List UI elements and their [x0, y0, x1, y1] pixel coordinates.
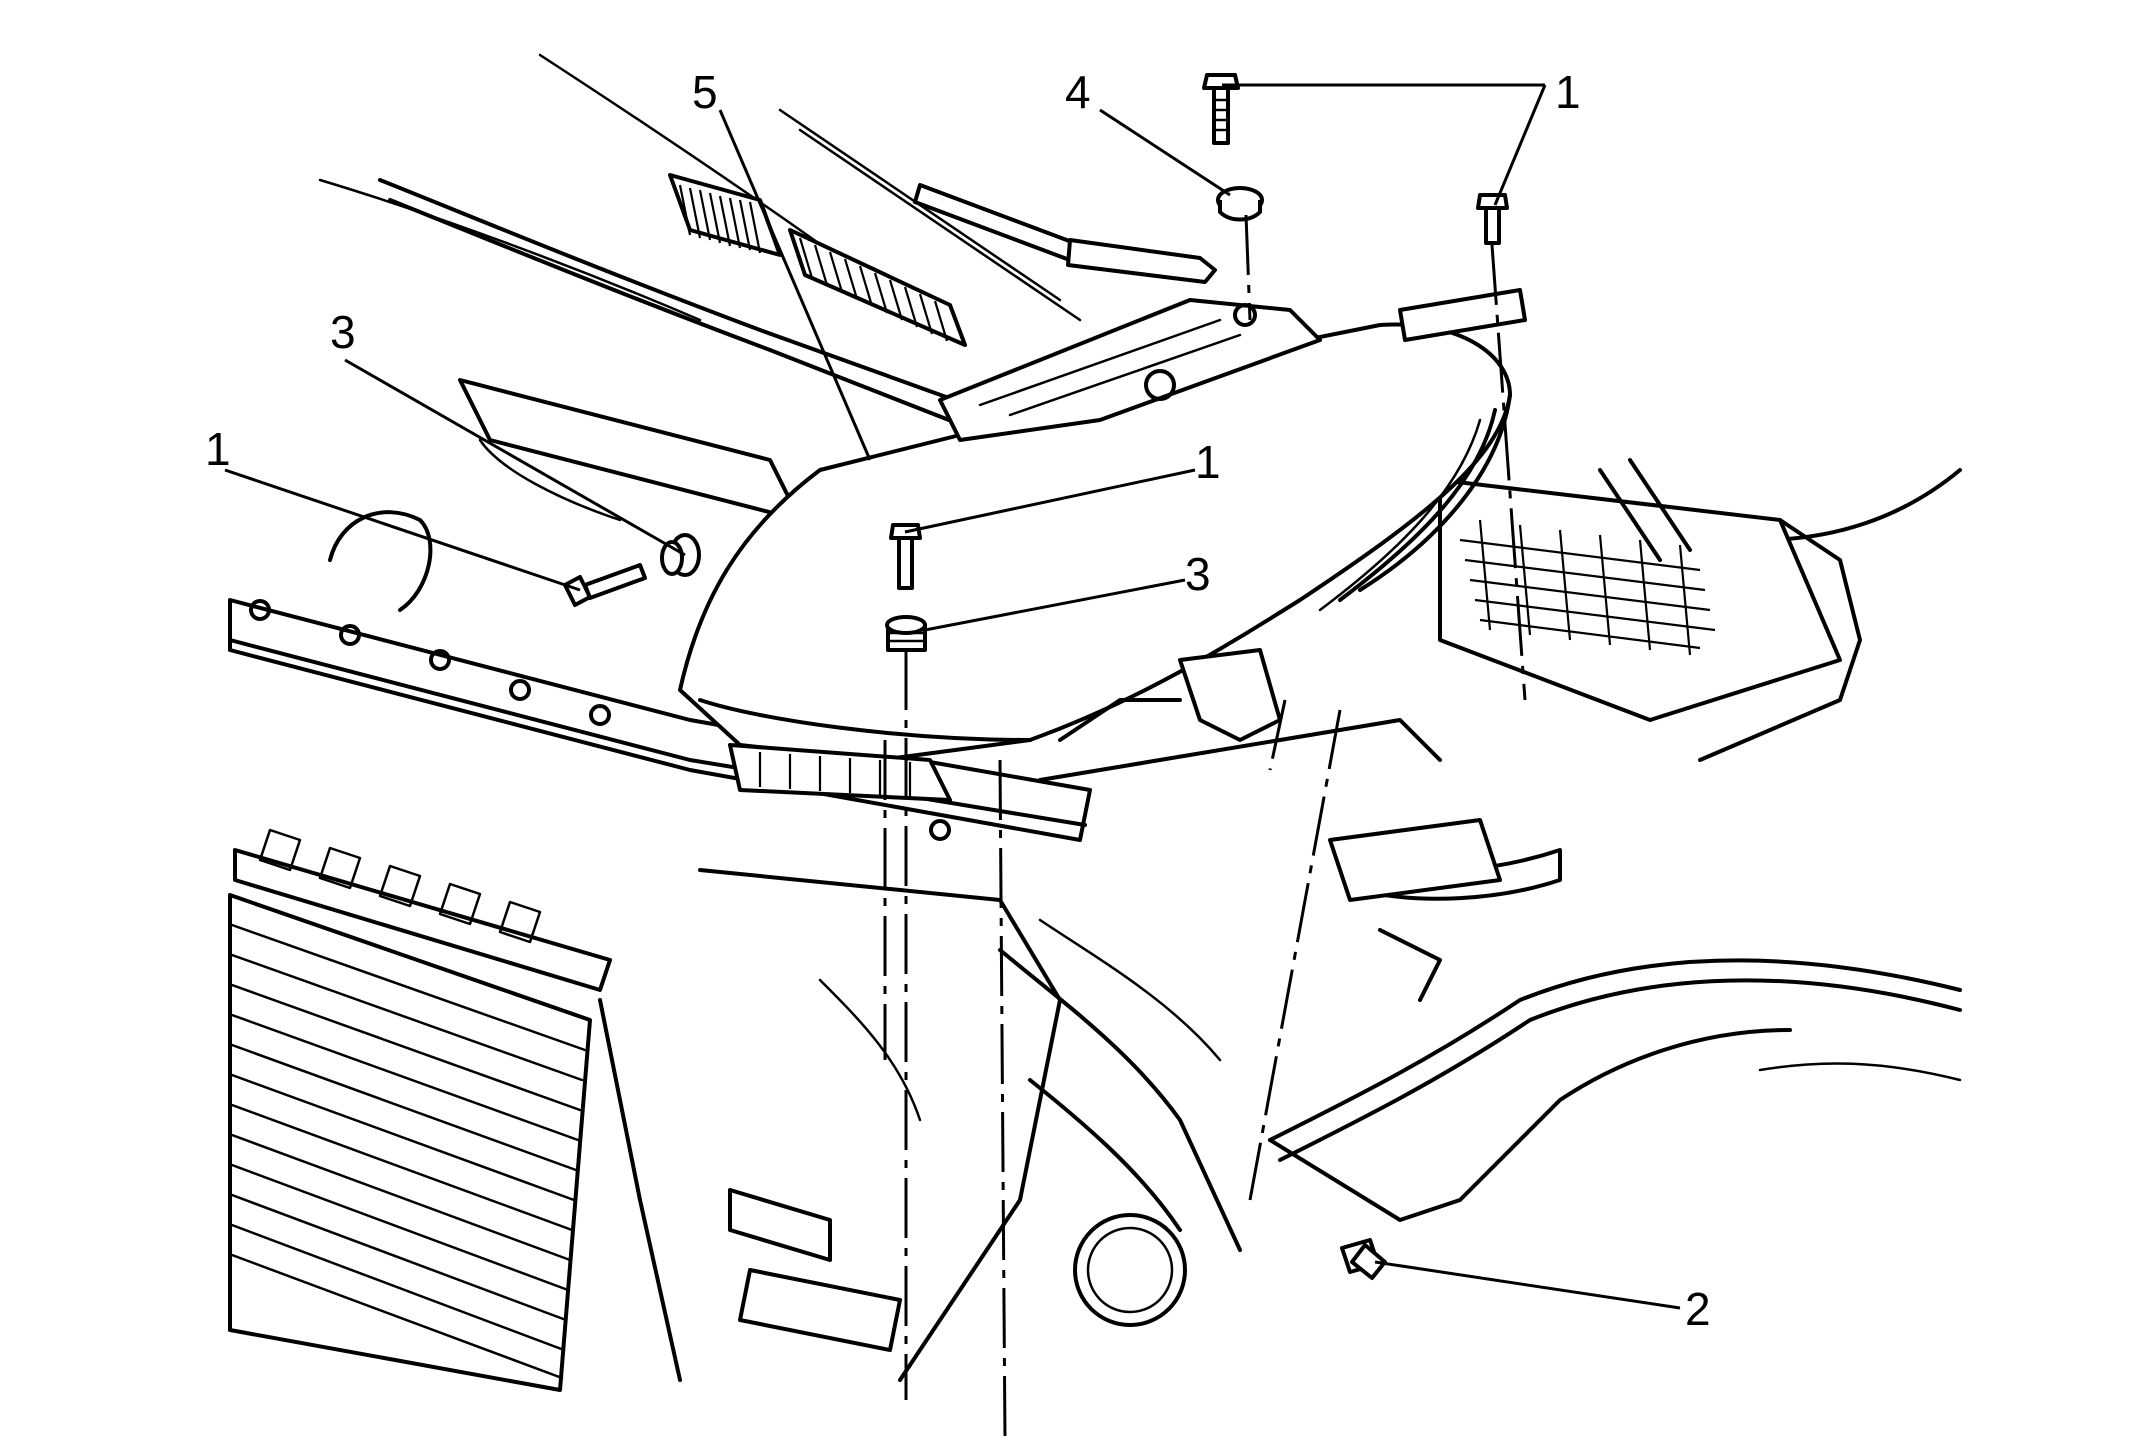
bolt-mid [889, 523, 922, 590]
alignment-centerlines [883, 214, 1527, 1441]
grommet-mid [885, 615, 927, 652]
callout-1-left: 1 [205, 423, 231, 475]
bolt-left [563, 563, 647, 607]
callout-1-mid: 1 [1195, 436, 1221, 488]
callout-2: 2 [1685, 1283, 1711, 1335]
bolt-right [1476, 193, 1509, 245]
vehicle-front-structure [228, 53, 1962, 1392]
callout-5: 5 [692, 66, 718, 118]
callout-4: 4 [1065, 66, 1091, 118]
bolt-fender [1340, 1238, 1387, 1280]
callout-3-mid: 3 [1185, 548, 1211, 600]
inner-fender-structure [598, 868, 1242, 1382]
callout-labels: 1 4 5 3 1 1 3 2 [205, 66, 1711, 1335]
cowl-vent-grille-right [788, 228, 967, 347]
cowl-vent-grille-left [668, 173, 782, 257]
wiper-arm [913, 183, 1217, 284]
callout-3-left: 3 [330, 306, 356, 358]
callout-leaders [224, 83, 1681, 1310]
callout-1-top: 1 [1555, 66, 1581, 118]
cowl-panel-right [1438, 458, 1862, 762]
radiator-condenser [228, 828, 612, 1392]
grommet-left [660, 533, 701, 577]
